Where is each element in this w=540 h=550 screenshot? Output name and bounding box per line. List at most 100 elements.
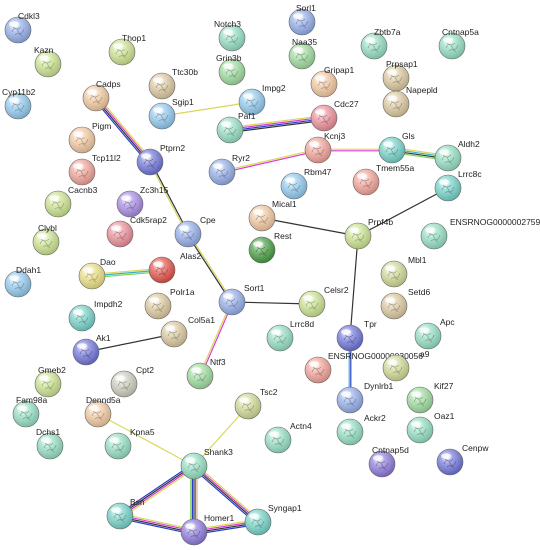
edge-shank3-syngap1[interactable] bbox=[192, 463, 260, 525]
node-ensrnog00000027593[interactable]: ENSRNOG00000027593 bbox=[420, 217, 540, 250]
node-paf1[interactable]: Paf1 bbox=[216, 111, 256, 144]
node-kpna5[interactable]: Kpna5 bbox=[104, 427, 155, 460]
node-cdc27[interactable]: Cdc27 bbox=[310, 99, 359, 132]
node-sgip1[interactable]: Sgip1 bbox=[148, 97, 194, 130]
node-mical1[interactable]: Mical1 bbox=[248, 199, 297, 232]
node-naa35[interactable]: Naa35 bbox=[288, 37, 317, 70]
node-napepld[interactable]: Napepld bbox=[382, 85, 438, 118]
edge-paf1-cdc27[interactable] bbox=[229, 115, 325, 133]
node-zbtb7a[interactable]: Zbtb7a bbox=[360, 27, 401, 60]
node-rest[interactable]: Rest bbox=[248, 231, 292, 264]
edge-tsc2-shank3[interactable] bbox=[193, 405, 249, 467]
node-kif27[interactable]: Kif27 bbox=[406, 381, 454, 414]
node-lrrc8d[interactable]: Lrrc8d bbox=[266, 319, 314, 352]
node-dao[interactable]: Dao bbox=[78, 257, 116, 290]
node-prpsap1[interactable]: Prpsap1 bbox=[382, 59, 418, 92]
edge-ak1-col5a1[interactable] bbox=[85, 333, 175, 353]
node-clybl[interactable]: Clybl bbox=[32, 223, 60, 256]
edge-sort1-celsr2[interactable] bbox=[231, 301, 313, 305]
node-label: Kif27 bbox=[434, 381, 454, 391]
node-syngap1[interactable]: Syngap1 bbox=[244, 503, 302, 536]
edge-shank3-bsn[interactable] bbox=[118, 463, 196, 519]
node-cenpw[interactable]: Cenpw bbox=[436, 443, 489, 476]
node-sort1[interactable]: Sort1 bbox=[218, 283, 265, 316]
node-alas2[interactable]: Alas2 bbox=[148, 251, 202, 284]
edge-ryr2-kcnj3[interactable] bbox=[221, 148, 319, 174]
node-dennd5a[interactable]: Dennd5a bbox=[84, 395, 121, 428]
node-ryr2[interactable]: Ryr2 bbox=[208, 153, 250, 186]
node-homer1[interactable]: Homer1 bbox=[180, 513, 235, 546]
node-ttc30b[interactable]: Ttc30b bbox=[148, 67, 198, 100]
node-ddah1[interactable]: Ddah1 bbox=[4, 265, 41, 298]
edge-sort1-ntf3[interactable] bbox=[198, 301, 234, 377]
node-dchs1[interactable]: Dchs1 bbox=[36, 427, 64, 460]
edge-mical1-prpf4b[interactable] bbox=[261, 217, 359, 237]
node-cdk5rap2[interactable]: Cdk5rap2 bbox=[106, 215, 167, 248]
edge-sgip1-impg2[interactable] bbox=[161, 101, 253, 117]
node-cacnb3[interactable]: Cacnb3 bbox=[44, 185, 98, 218]
node-kcnj3[interactable]: Kcnj3 bbox=[304, 131, 346, 164]
node-fam98a[interactable]: Fam98a bbox=[12, 395, 47, 428]
node-tcp11l2[interactable]: Tcp11l2 bbox=[68, 153, 121, 186]
node-a9[interactable]: a9 bbox=[382, 349, 430, 382]
node-aldh2[interactable]: Aldh2 bbox=[434, 139, 480, 172]
node-celsr2[interactable]: Celsr2 bbox=[298, 285, 349, 318]
node-cpt2[interactable]: Cpt2 bbox=[110, 365, 154, 398]
node-ensrnog00000030056[interactable]: ENSRNOG00000030056 bbox=[304, 351, 423, 384]
node-highlight bbox=[39, 375, 49, 381]
node-cntnap5d[interactable]: Cntnap5d bbox=[368, 445, 409, 478]
node-highlight bbox=[17, 405, 27, 411]
protein-structure-icon bbox=[111, 442, 125, 453]
node-polr1a[interactable]: Polr1a bbox=[144, 287, 195, 320]
node-sorl1[interactable]: Sorl1 bbox=[288, 3, 316, 36]
node-pigm[interactable]: Pigm bbox=[68, 121, 111, 154]
node-tsc2[interactable]: Tsc2 bbox=[234, 387, 278, 420]
node-actn4[interactable]: Actn4 bbox=[264, 421, 312, 454]
node-highlight bbox=[73, 163, 83, 169]
node-setd6[interactable]: Setd6 bbox=[380, 287, 430, 320]
node-cntnap5a[interactable]: Cntnap5a bbox=[438, 27, 479, 60]
node-zc3h15[interactable]: Zc3h15 bbox=[116, 185, 169, 218]
node-impg2[interactable]: Impg2 bbox=[238, 83, 286, 116]
node-bsn[interactable]: Bsn bbox=[106, 497, 145, 530]
edge-cpe-ptprn2[interactable] bbox=[148, 161, 190, 235]
protein-structure-icon bbox=[255, 214, 269, 225]
edge-prpf4b-tpr[interactable] bbox=[349, 235, 359, 339]
node-ptprn2[interactable]: Ptprn2 bbox=[136, 143, 185, 176]
node-cadps[interactable]: Cadps bbox=[82, 79, 121, 112]
node-label: Kcnj3 bbox=[324, 131, 346, 141]
node-cyp11b2[interactable]: Cyp11b2 bbox=[2, 87, 36, 120]
node-gmeb2[interactable]: Gmeb2 bbox=[34, 365, 66, 398]
protein-structure-icon bbox=[115, 48, 129, 59]
node-dynlrb1[interactable]: Dynlrb1 bbox=[336, 381, 394, 414]
node-cpe[interactable]: Cpe bbox=[174, 215, 216, 248]
node-notch3[interactable]: Notch3 bbox=[214, 19, 246, 52]
node-thop1[interactable]: Thop1 bbox=[108, 33, 146, 66]
node-ak1[interactable]: Ak1 bbox=[72, 333, 111, 366]
node-highlight bbox=[87, 89, 97, 95]
node-grin3b[interactable]: Grin3b bbox=[216, 53, 246, 86]
edge-dennd5a-shank3[interactable] bbox=[97, 413, 195, 467]
node-shank3[interactable]: Shank3 bbox=[180, 447, 233, 480]
node-apc[interactable]: Apc bbox=[414, 317, 455, 350]
edge-cpe-sort1[interactable] bbox=[186, 233, 234, 303]
node-kazn[interactable]: Kazn bbox=[34, 45, 62, 78]
node-rbm47[interactable]: Rbm47 bbox=[280, 167, 332, 200]
node-gls[interactable]: Gls bbox=[378, 131, 415, 164]
node-col5a1[interactable]: Col5a1 bbox=[160, 315, 215, 348]
node-tmem55a[interactable]: Tmem55a bbox=[352, 163, 415, 196]
node-ackr2[interactable]: Ackr2 bbox=[336, 413, 386, 446]
node-tpr[interactable]: Tpr bbox=[336, 319, 377, 352]
node-cdkl3[interactable]: Cdkl3 bbox=[4, 11, 40, 44]
node-mbl1[interactable]: Mbl1 bbox=[380, 255, 427, 288]
node-lrrc8c[interactable]: Lrrc8c bbox=[434, 169, 482, 202]
edge-line-black bbox=[119, 464, 194, 516]
edge-prpf4b-lrrc8c[interactable] bbox=[357, 187, 449, 237]
node-ntf3[interactable]: Ntf3 bbox=[186, 357, 226, 390]
node-impdh2[interactable]: Impdh2 bbox=[68, 299, 123, 332]
node-oaz1[interactable]: Oaz1 bbox=[406, 411, 455, 444]
node-gripap1[interactable]: Gripap1 bbox=[310, 65, 355, 98]
node-highlight bbox=[385, 297, 395, 303]
edge-cadps-ptprn2[interactable] bbox=[93, 96, 153, 164]
node-prpf4b[interactable]: Prpf4b bbox=[344, 217, 393, 250]
